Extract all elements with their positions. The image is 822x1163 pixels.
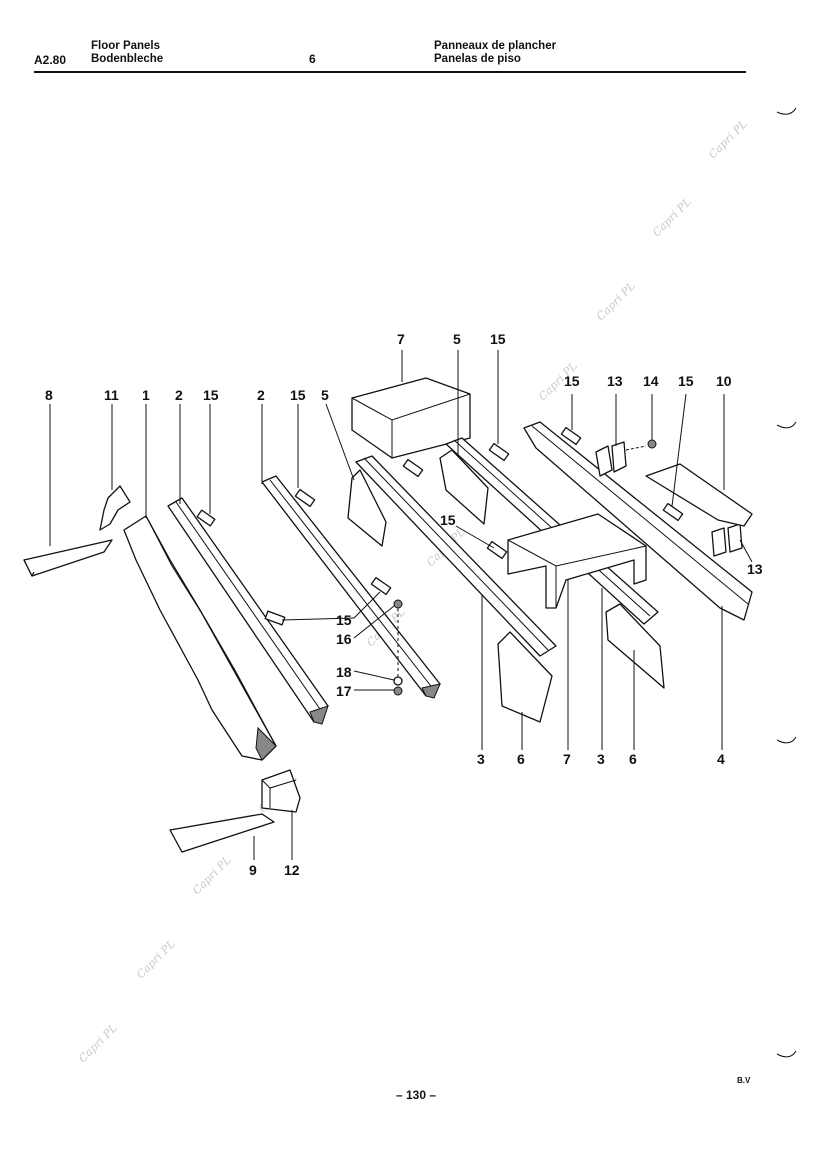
binder-mark [776, 107, 797, 115]
callout-3: 3 [477, 751, 485, 767]
part-4-crossmember [523, 421, 753, 621]
part-15-plate [486, 540, 508, 560]
part-4-crossmember-inner [531, 425, 749, 605]
part-15-plate [560, 426, 582, 446]
callout-13: 13 [607, 373, 623, 389]
callout-8: 8 [45, 387, 53, 403]
part-6-flap-right [605, 603, 665, 689]
part-9-plate [169, 813, 275, 853]
callout-9: 9 [249, 862, 257, 878]
callout-11: 11 [104, 387, 119, 403]
callout-1: 1 [142, 387, 150, 403]
callout-12: 12 [284, 862, 300, 878]
callout-10: 10 [716, 373, 732, 389]
part-13-bracket [711, 527, 727, 557]
callout-15: 15 [336, 612, 352, 628]
callout-15: 15 [490, 331, 506, 347]
callout-17: 17 [336, 683, 352, 699]
callout-18: 18 [336, 664, 352, 680]
part-7-tunnel-edges [507, 539, 647, 608]
title-german: Bodenbleche [91, 53, 164, 65]
part-11-bracket [99, 485, 131, 531]
callout-15: 15 [290, 387, 306, 403]
part-18-washer [393, 676, 403, 686]
part-15-plate [264, 610, 286, 626]
part-3-channel-left-inner [363, 457, 549, 651]
reference-code: B.V [737, 1076, 751, 1085]
part-2-rail-mid-inner [269, 479, 435, 691]
callout-15: 15 [203, 387, 219, 403]
callout-2: 2 [257, 387, 265, 403]
part-14-axis [625, 445, 647, 451]
part-17-nut [393, 686, 403, 696]
part-5-flap-left [347, 469, 387, 547]
part-15-plate [294, 488, 316, 508]
part-1-crease [145, 515, 277, 747]
part-15-plate [488, 442, 510, 462]
title-french: Panneaux de plancher [434, 40, 557, 52]
part-15-plate [402, 458, 424, 478]
title-portuguese: Panelas de piso [434, 53, 521, 65]
part-1-end [255, 726, 277, 761]
callout-6: 6 [517, 751, 525, 767]
callout-16: 16 [336, 631, 352, 647]
part-8-edge [23, 559, 35, 577]
part-2-rail-left-end [309, 705, 329, 725]
page-number: – 130 – [396, 1088, 437, 1102]
part-2-rail-left-inner [175, 501, 323, 713]
callout-14: 14 [643, 373, 659, 389]
callout-15: 15 [564, 373, 580, 389]
callout-7: 7 [563, 751, 571, 767]
part-12-edges [261, 779, 297, 808]
callout-5: 5 [321, 387, 329, 403]
group-number: 6 [309, 52, 316, 66]
part-12-bracket [261, 769, 301, 813]
binder-mark [776, 736, 797, 744]
binder-mark [776, 1050, 797, 1058]
part-13-bracket [727, 523, 743, 553]
part-15-plate [196, 509, 216, 527]
leader-lines [49, 350, 753, 860]
callout-6: 6 [629, 751, 637, 767]
catalog-code: A2.80 [34, 53, 67, 67]
callout-15: 15 [440, 512, 456, 528]
binder-mark [776, 421, 797, 429]
title-english: Floor Panels [91, 40, 161, 52]
part-15-plate [662, 502, 684, 522]
callout-2: 2 [175, 387, 183, 403]
part-13-bracket [611, 441, 627, 473]
callout-5: 5 [453, 331, 461, 347]
callout-13: 13 [747, 561, 763, 577]
callout-3: 3 [597, 751, 605, 767]
part-8-floor-plate [23, 539, 113, 577]
part-6-flap-left [497, 631, 553, 723]
part-5-flap-right [439, 449, 489, 525]
callout-4: 4 [717, 751, 725, 767]
part-7-box [351, 377, 471, 459]
part-7-box-edges [351, 393, 471, 458]
part-13-bracket [595, 445, 613, 477]
part-2-rail-mid-end [421, 683, 441, 699]
part-16-bolt [393, 599, 403, 609]
header-rule [34, 71, 746, 73]
part-15-plate [370, 576, 392, 596]
callout-7: 7 [397, 331, 405, 347]
callout-15: 15 [678, 373, 694, 389]
part-14-bolt [647, 439, 657, 449]
part-10-plate [645, 463, 753, 527]
